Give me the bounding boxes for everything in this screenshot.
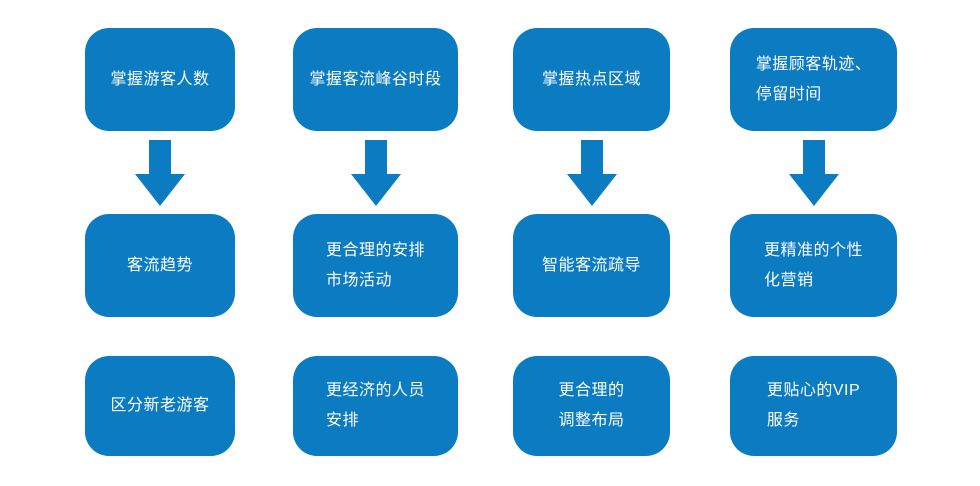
- flow-box-c2-r2: 更合理的安排 市场活动: [293, 214, 458, 317]
- box-label: 智能客流疏导: [541, 256, 641, 274]
- flow-box-c2-r3: 更经济的人员 安排: [293, 356, 458, 456]
- flow-box-c4-r3: 更贴心的VIP 服务: [730, 356, 897, 456]
- flow-box-c3-r3: 更合理的 调整布局: [513, 356, 670, 456]
- flow-box-c1-r1: 掌握游客人数: [85, 28, 235, 131]
- box-label: 客流趋势: [126, 256, 193, 274]
- flow-box-c1-r3: 区分新老游客: [85, 356, 235, 456]
- flow-box-c1-r2: 客流趋势: [85, 214, 235, 317]
- box-label: 掌握顾客轨迹、 停留时间: [755, 55, 872, 103]
- column-2: 掌握客流峰谷时段 更合理的安排 市场活动 更经济的人员 安排: [293, 0, 458, 486]
- flow-box-c3-r2: 智能客流疏导: [513, 214, 670, 317]
- flow-box-c4-r2: 更精准的个性 化营销: [730, 214, 897, 317]
- box-label: 掌握游客人数: [110, 70, 210, 88]
- arrow-down-icon: [135, 140, 185, 206]
- flow-box-c2-r1: 掌握客流峰谷时段: [293, 28, 458, 131]
- column-4: 掌握顾客轨迹、 停留时间 更精准的个性 化营销 更贴心的VIP 服务: [730, 0, 897, 486]
- arrow-down-icon: [566, 140, 617, 206]
- box-label: 区分新老游客: [110, 397, 210, 414]
- flow-box-c3-r1: 掌握热点区域: [513, 28, 670, 131]
- box-label: 更精准的个性 化营销: [763, 241, 863, 289]
- box-label: 更经济的人员 安排: [325, 382, 425, 429]
- box-label: 更合理的安排 市场活动: [325, 241, 425, 289]
- flow-box-c4-r1: 掌握顾客轨迹、 停留时间: [730, 28, 897, 131]
- column-1: 掌握游客人数 客流趋势 区分新老游客: [85, 0, 235, 486]
- box-label: 掌握客流峰谷时段: [309, 70, 442, 88]
- box-label: 更合理的 调整布局: [558, 382, 625, 429]
- column-3: 掌握热点区域 智能客流疏导 更合理的 调整布局: [513, 0, 670, 486]
- box-label: 更贴心的VIP 服务: [766, 382, 861, 429]
- box-label: 掌握热点区域: [541, 70, 641, 88]
- arrow-down-icon: [788, 140, 839, 206]
- arrow-down-icon: [350, 140, 401, 206]
